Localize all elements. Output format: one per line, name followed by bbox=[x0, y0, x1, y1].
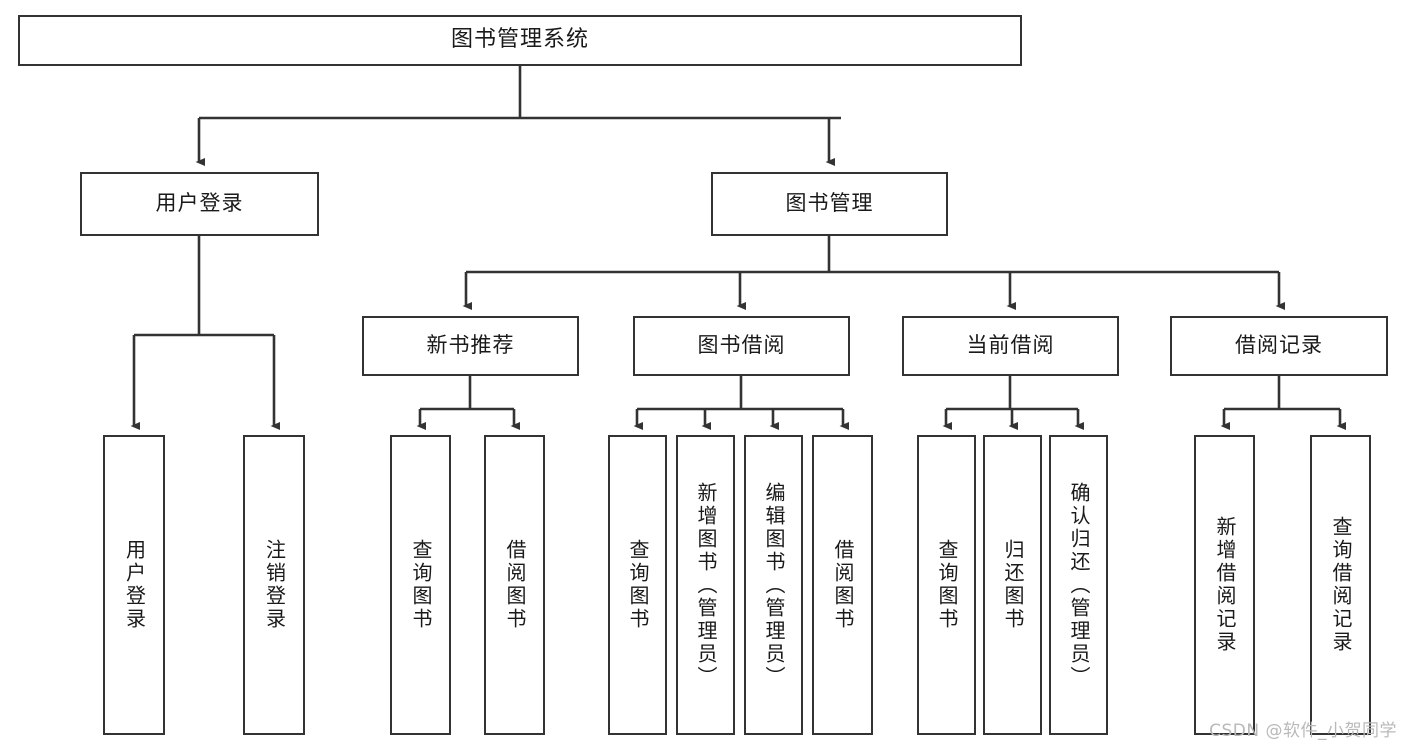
node-new-book-recommend[interactable]: 新书推荐 bbox=[362, 316, 579, 376]
node-label: 新增借阅记录 bbox=[1213, 516, 1237, 654]
node-label: 查询图书 bbox=[626, 539, 650, 631]
node-label: 新增图书（管理员） bbox=[694, 481, 718, 689]
leaf-borrow-add-book-admin[interactable]: 新增图书（管理员） bbox=[676, 435, 735, 735]
node-label: 新书推荐 bbox=[426, 333, 515, 358]
node-label: 图书管理 bbox=[785, 191, 874, 216]
leaf-new-book-query[interactable]: 查询图书 bbox=[390, 435, 451, 735]
node-label: 注销登录 bbox=[262, 539, 287, 631]
node-user-login[interactable]: 用户登录 bbox=[80, 172, 319, 236]
node-label: 借阅图书 bbox=[503, 539, 527, 631]
leaf-record-add-record[interactable]: 新增借阅记录 bbox=[1194, 435, 1255, 735]
node-label: 借阅记录 bbox=[1235, 333, 1323, 358]
leaf-record-query-record[interactable]: 查询借阅记录 bbox=[1310, 435, 1371, 735]
node-label: 用户登录 bbox=[122, 539, 147, 631]
node-book-management[interactable]: 图书管理 bbox=[711, 172, 948, 236]
node-current-borrow[interactable]: 当前借阅 bbox=[902, 316, 1119, 376]
leaf-user-login-signin[interactable]: 用户登录 bbox=[103, 435, 165, 735]
leaf-current-query-book[interactable]: 查询图书 bbox=[917, 435, 976, 735]
leaf-new-book-borrow[interactable]: 借阅图书 bbox=[484, 435, 545, 735]
node-label: 查询借阅记录 bbox=[1329, 516, 1353, 654]
watermark: CSDN @软件_小贺同学 bbox=[1209, 721, 1397, 741]
leaf-current-return-book[interactable]: 归还图书 bbox=[983, 435, 1042, 735]
node-label: 当前借阅 bbox=[966, 333, 1055, 358]
node-label: 用户登录 bbox=[155, 191, 244, 216]
node-label: 查询图书 bbox=[409, 539, 433, 631]
leaf-borrow-borrow-book[interactable]: 借阅图书 bbox=[812, 435, 873, 735]
node-label: 归还图书 bbox=[1001, 539, 1025, 631]
node-borrow-record[interactable]: 借阅记录 bbox=[1170, 316, 1388, 376]
node-label: 确认归还（管理员） bbox=[1067, 481, 1091, 689]
node-label: 编辑图书（管理员） bbox=[762, 481, 786, 689]
leaf-current-confirm-return-admin[interactable]: 确认归还（管理员） bbox=[1049, 435, 1108, 735]
node-label: 查询图书 bbox=[935, 539, 959, 631]
node-label: 图书管理系统 bbox=[450, 27, 589, 53]
node-label: 借阅图书 bbox=[831, 539, 855, 631]
leaf-borrow-edit-book-admin[interactable]: 编辑图书（管理员） bbox=[744, 435, 803, 735]
node-root-system[interactable]: 图书管理系统 bbox=[18, 15, 1022, 66]
node-book-borrow[interactable]: 图书借阅 bbox=[633, 316, 850, 376]
leaf-user-login-signout[interactable]: 注销登录 bbox=[243, 435, 305, 735]
leaf-borrow-query-book[interactable]: 查询图书 bbox=[608, 435, 667, 735]
node-label: 图书借阅 bbox=[697, 333, 786, 358]
